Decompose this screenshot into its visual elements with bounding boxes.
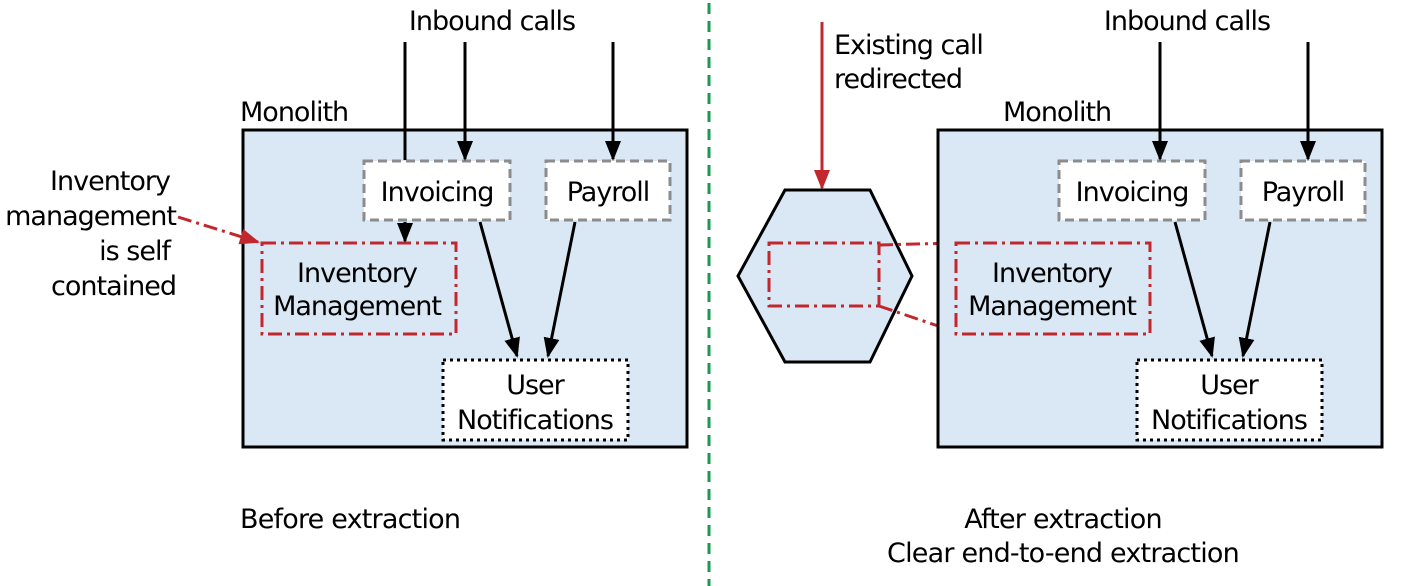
payroll-label: Payroll [567, 177, 650, 208]
inbound-calls-label: Inbound calls [409, 6, 575, 37]
existing-call-label-line2: redirected [834, 64, 962, 95]
invoicing-to-notifications-arrow [478, 221, 520, 358]
user-notifications-label-after-line1: User [1200, 370, 1259, 401]
before-caption: Before extraction [240, 504, 460, 535]
payroll-box [544, 159, 672, 222]
monolith-label: Monolith [240, 97, 348, 128]
inventory-management-label-after-line1: Inventory [992, 258, 1113, 289]
existing-call-label-line1: Existing call [834, 30, 983, 61]
after-caption-line1: After extraction [964, 504, 1162, 535]
invoicing-to-notifications-arrow-after [1173, 221, 1215, 358]
user-notifications-label-line1: User [506, 370, 565, 401]
inventory-management-label-line2: Management [273, 291, 441, 322]
invoicing-box [362, 159, 512, 222]
user-notifications-label-after-line2: Notifications [1151, 405, 1307, 436]
annotation-line3: is self [99, 236, 172, 267]
inventory-management-box-after [954, 241, 1152, 336]
inventory-management-box [260, 241, 458, 336]
user-notifications-box [441, 358, 630, 442]
payroll-to-notifications-arrow [543, 221, 577, 358]
invoicing-box-after [1057, 159, 1207, 222]
annotation-line2: management [5, 201, 176, 232]
user-notifications-label-line2: Notifications [457, 405, 613, 436]
microservice-hexagon [736, 188, 914, 364]
after-caption-line2: Clear end-to-end extraction [887, 538, 1239, 569]
annotation-line1: Inventory [50, 166, 171, 197]
inventory-management-label-line1: Inventory [297, 258, 418, 289]
invoicing-label: Invoicing [381, 177, 494, 208]
payroll-label-after: Payroll [1262, 177, 1345, 208]
payroll-to-notifications-arrow-after [1238, 221, 1272, 358]
monolith-label-after: Monolith [1003, 97, 1111, 128]
before-extraction-panel: Inbound calls Monolith Invoicing Payroll… [5, 6, 689, 535]
after-extraction-panel: Existing call redirected Inbound calls M… [736, 6, 1384, 569]
user-notifications-box-after [1135, 358, 1324, 442]
inventory-management-label-after-line2: Management [968, 291, 1136, 322]
annotation-line4: contained [51, 271, 176, 302]
inbound-calls-label-after: Inbound calls [1104, 6, 1270, 37]
annotation-arrow [177, 215, 260, 245]
extracted-inventory-box [767, 241, 881, 308]
invoicing-label-after: Invoicing [1076, 177, 1189, 208]
payroll-box-after [1239, 159, 1367, 222]
